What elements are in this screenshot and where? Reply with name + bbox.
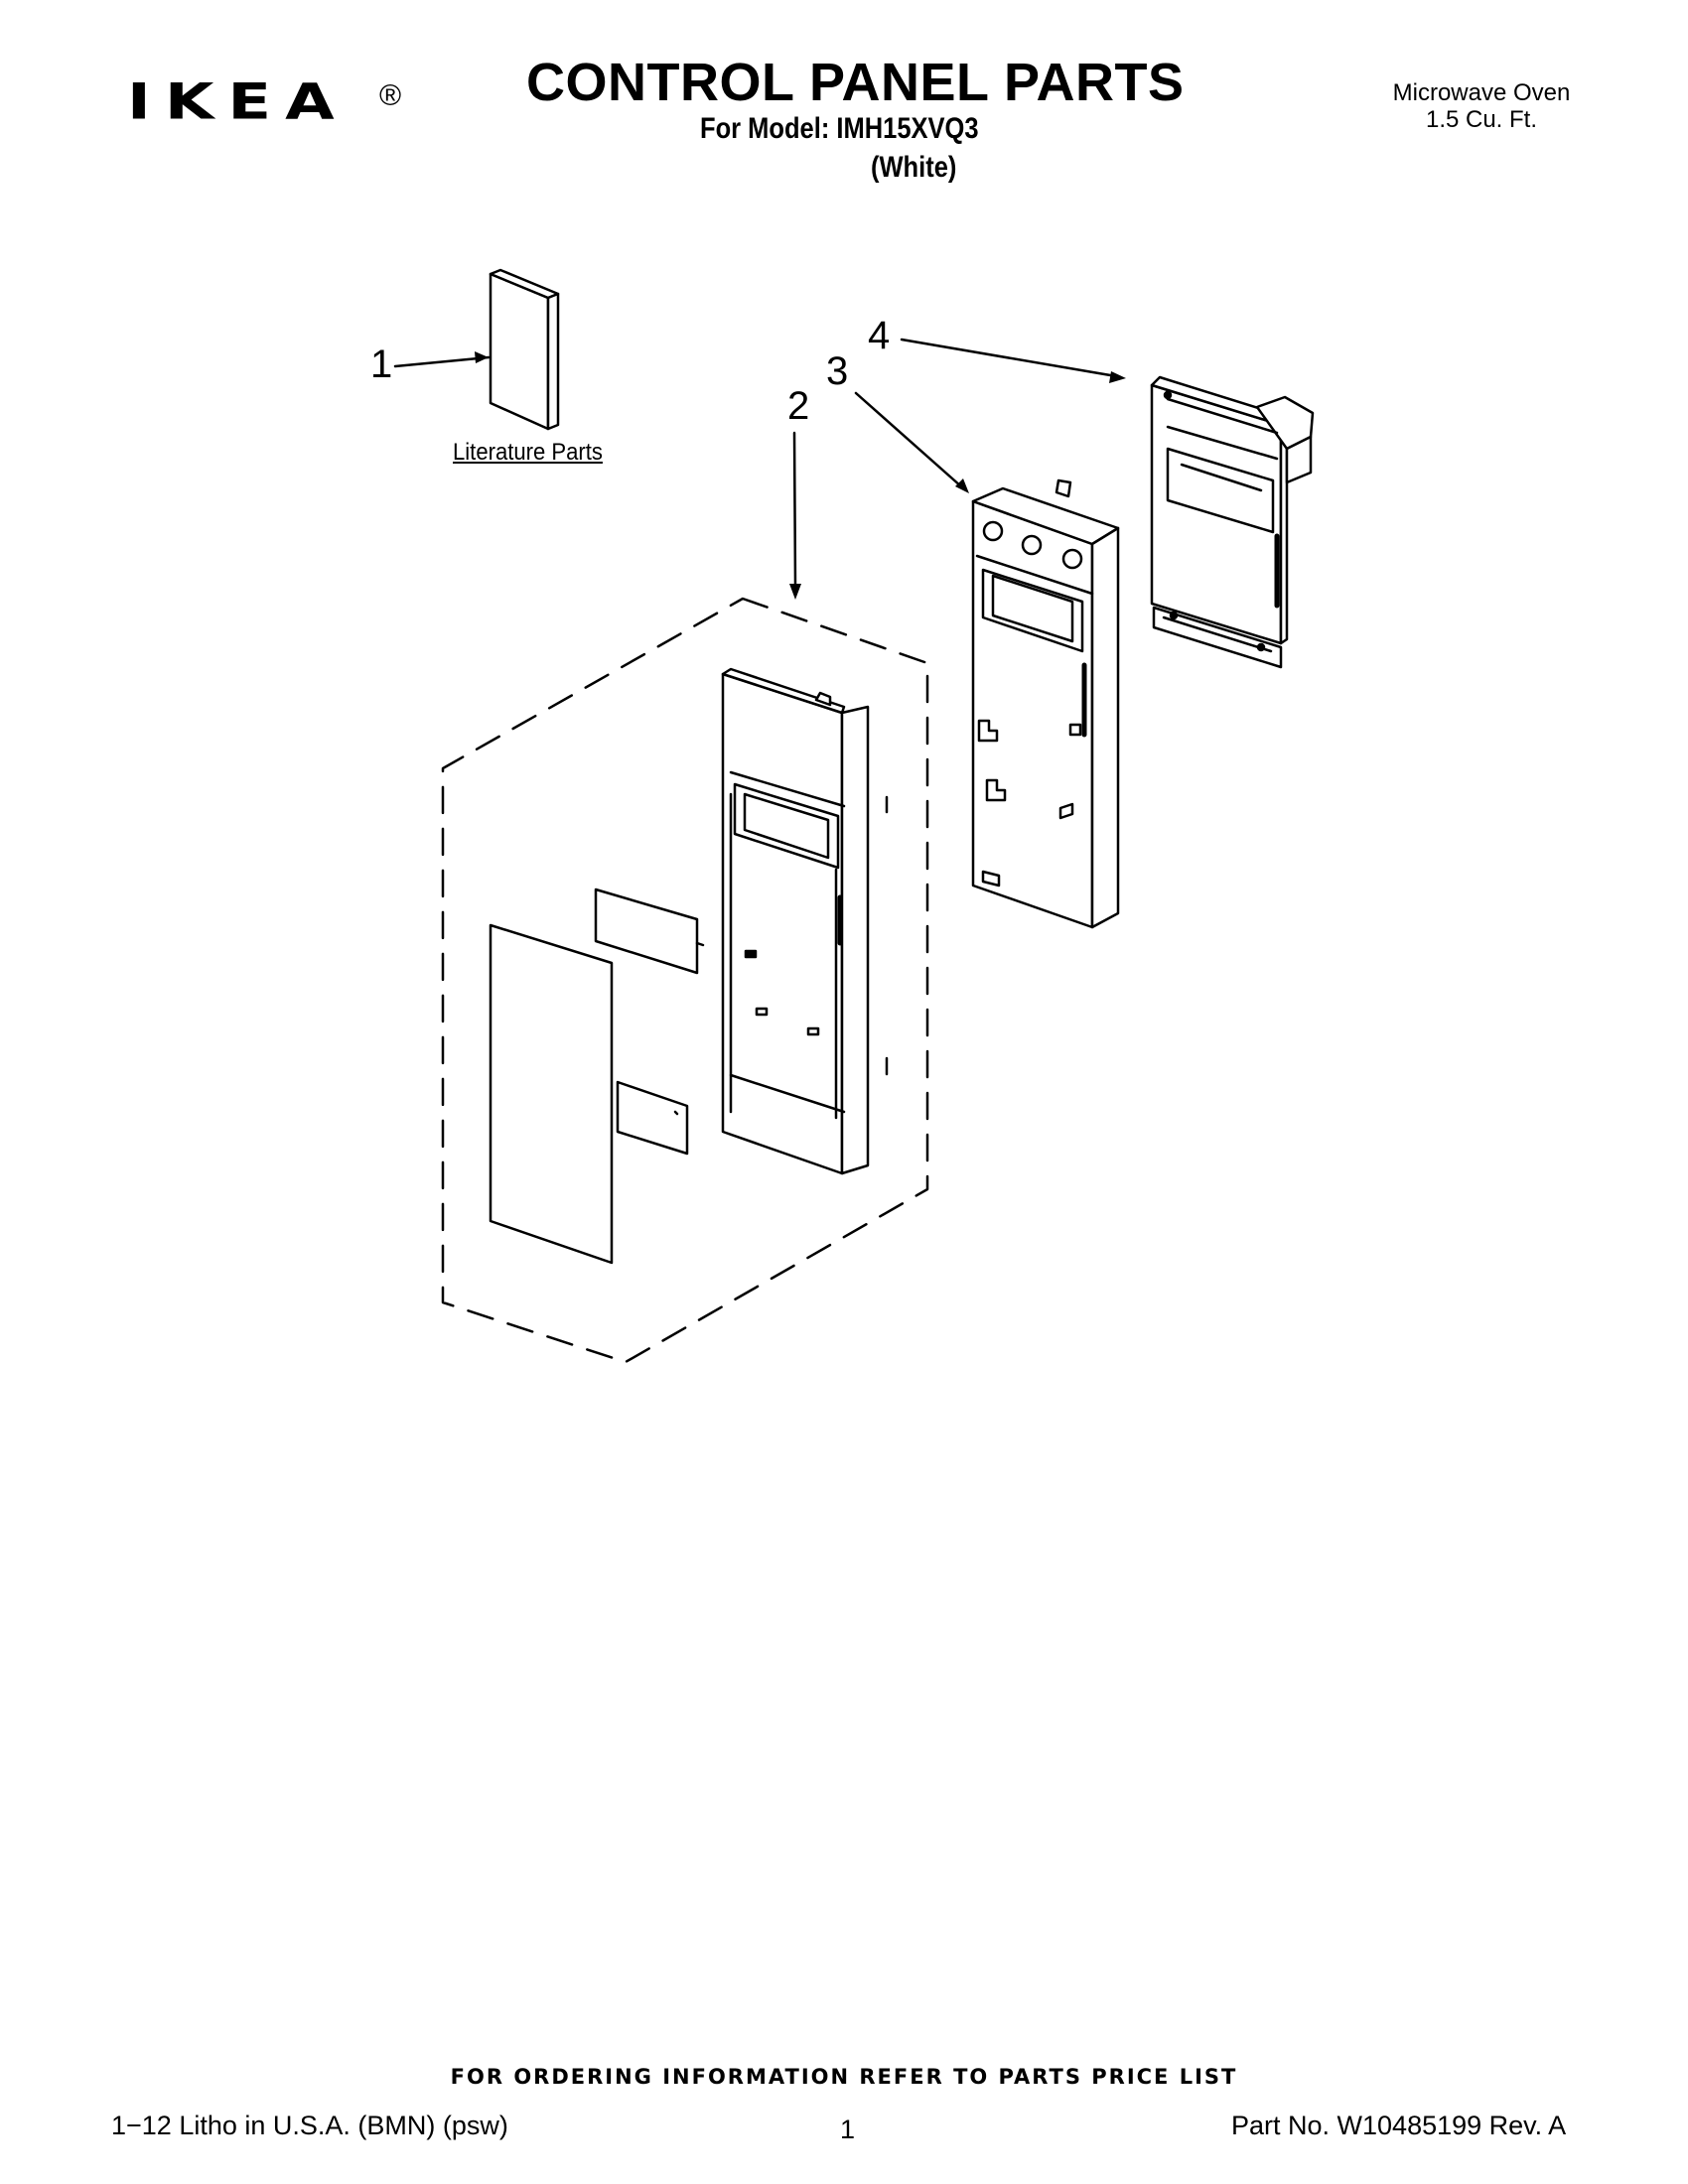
callout-2-arrow: [789, 584, 801, 600]
literature-parts-label: Literature Parts: [453, 439, 603, 466]
callout-3-leader: [854, 391, 963, 488]
ikea-logo: IKEA: [127, 73, 349, 131]
part-number: Part No. W10485199 Rev. A: [1231, 2111, 1567, 2140]
litho-info: 1−12 Litho in U.S.A. (BMN) (psw): [111, 2111, 508, 2140]
literature-booklet: [489, 268, 560, 431]
callout-3-arrow: [955, 478, 969, 493]
callout-4-arrow: [1109, 371, 1126, 383]
callout-1: 1: [370, 342, 393, 386]
callout-1-arrow: [475, 351, 489, 363]
assembly-outline: [441, 597, 929, 1364]
callout-2-leader: [792, 431, 797, 590]
callout-1-leader: [393, 355, 491, 368]
page-title: CONTROL PANEL PARTS: [526, 53, 1185, 112]
ordering-information: FOR ORDERING INFORMATION REFER TO PARTS …: [450, 2065, 1238, 2089]
model-color: (White): [871, 151, 957, 184]
display-lens: [594, 887, 705, 975]
callout-4-leader: [900, 338, 1118, 378]
control-panel-frame: [721, 667, 889, 1175]
page-number: 1: [840, 2115, 856, 2144]
touch-membrane: [489, 923, 614, 1265]
model-line: For Model: IMH15XVQ3: [700, 112, 979, 145]
registered-mark: ®: [379, 79, 402, 112]
product-type: Microwave Oven: [1392, 79, 1571, 106]
product-capacity: 1.5 Cu. Ft.: [1425, 106, 1538, 133]
mounting-plate: [616, 1080, 689, 1156]
control-housing: [971, 478, 1120, 929]
callout-3: 3: [826, 349, 849, 393]
callout-4: 4: [868, 314, 891, 357]
callout-2: 2: [787, 384, 810, 428]
electronic-control-board: [1150, 375, 1315, 669]
